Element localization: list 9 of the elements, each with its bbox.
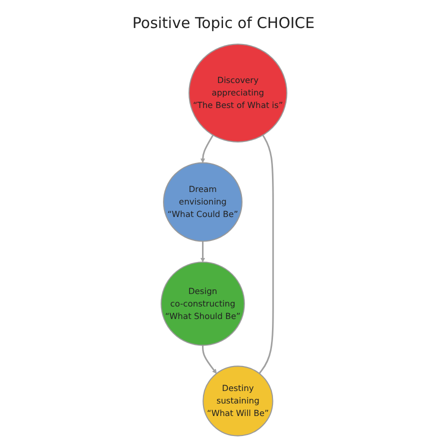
node-circle: Destiny sustaining “What Will Be”	[202, 366, 273, 436]
connector	[258, 134, 274, 374]
arrow	[200, 134, 214, 164]
arrow	[202, 345, 216, 374]
node-circle: Dream envisioning “What Could Be”	[162, 162, 242, 242]
node-circle: Design co-constructing “What Should Be”	[160, 262, 244, 346]
arrow	[200, 241, 205, 262]
center-topic-text: Positive Topic of CHOICE	[131, 13, 316, 34]
node-circle: Discovery appreciating “The Best of What is”	[188, 44, 287, 142]
